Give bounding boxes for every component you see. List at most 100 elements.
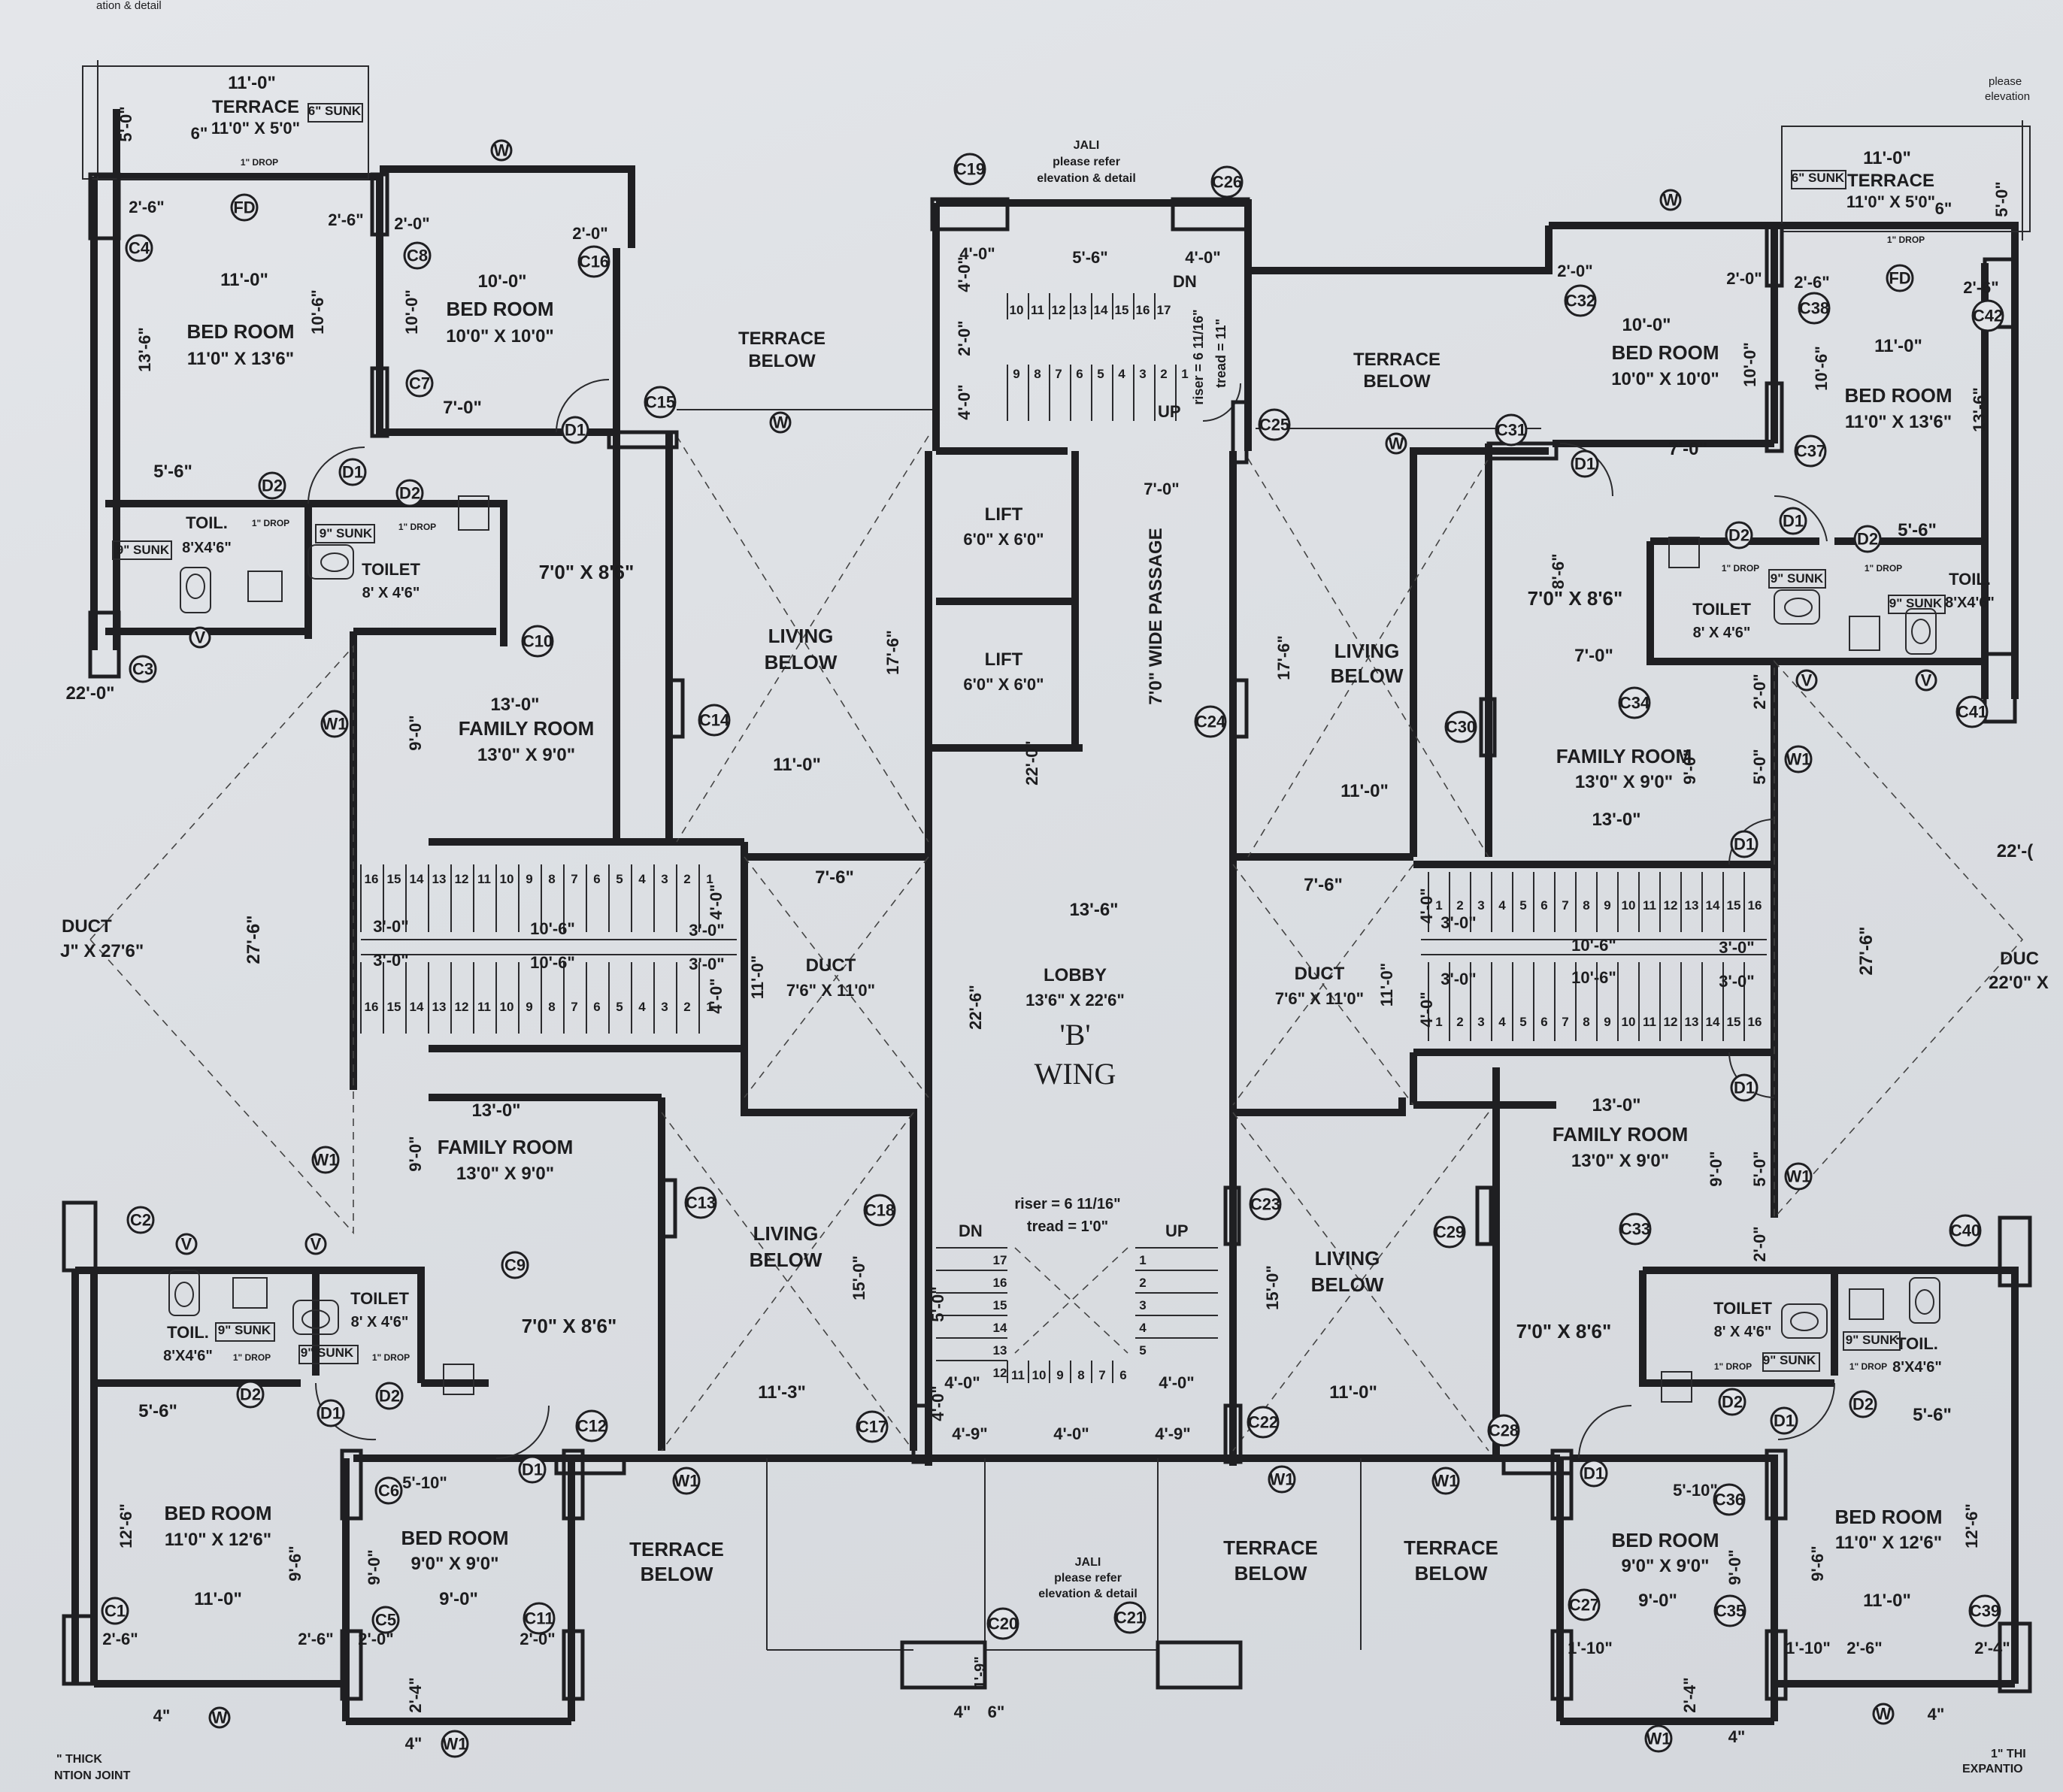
tag-circle	[375, 1382, 404, 1410]
stair-step-number: 11	[477, 1000, 491, 1014]
tag-circle	[129, 655, 157, 683]
stair-step-number: 11	[1643, 898, 1656, 913]
tag-c14: C14	[698, 704, 731, 737]
tag-text: C3	[132, 660, 153, 679]
tag-circle	[1784, 1162, 1813, 1191]
tag-c34: C34	[1618, 686, 1651, 719]
dim: 5'-0"	[1750, 1151, 1769, 1186]
lift-1-size: 6'0" X 6'0"	[963, 530, 1044, 549]
edge-top-left: ation & detail	[96, 0, 162, 12]
family-tr-name: FAMILY ROOM	[1556, 745, 1692, 767]
tag-w: W	[1659, 189, 1682, 211]
stair-step-number: 16	[1748, 898, 1762, 913]
dim: 13'-6"	[135, 327, 154, 372]
dim: 9'-6"	[1808, 1545, 1827, 1581]
stair-bot-dn: DN	[959, 1221, 983, 1240]
stair-step-number: 1	[1435, 1015, 1442, 1029]
door-swings	[307, 379, 1835, 1459]
stair-step-number: 1	[706, 872, 713, 886]
tag-text: W1	[443, 1735, 468, 1754]
dim: 10'-6"	[530, 919, 575, 938]
tag-d2: D2	[395, 479, 424, 507]
tag-text: C4	[129, 239, 150, 258]
dim: 7'-0"	[1668, 439, 1707, 459]
tag-circle	[518, 1455, 547, 1484]
tag-circle	[338, 458, 367, 486]
dim: 2'-0"	[572, 224, 607, 243]
tag-text: D2	[1852, 1395, 1874, 1414]
stair-step-number: 13	[1685, 898, 1699, 913]
tag-d2: D2	[1718, 1388, 1746, 1416]
tag-circle	[863, 1194, 896, 1227]
stair-step-number: 7	[1098, 1368, 1105, 1382]
tag-circle	[501, 1251, 529, 1279]
tag-w1: W1	[441, 1730, 469, 1758]
duct-left-size: J" X 27'6"	[60, 941, 144, 961]
dim: 10'-6"	[1571, 936, 1616, 955]
dim: 12'-6"	[1962, 1503, 1981, 1548]
terrace-below-bl-1: TERRACE	[629, 1538, 724, 1560]
dim: 4'-9"	[1155, 1424, 1190, 1443]
tag-text: C1	[105, 1602, 126, 1621]
living-tr-1: LIVING	[1334, 640, 1400, 662]
wing-name: WING	[1035, 1057, 1116, 1091]
toil-br-size: 8'X4'6"	[1892, 1359, 1942, 1376]
dim: 9'-0"	[1680, 749, 1699, 784]
terrace-below-bm-1: TERRACE	[1223, 1536, 1318, 1559]
tag-c11: C11	[523, 1602, 556, 1635]
tag-circle	[1853, 525, 1882, 553]
tag-circle	[320, 710, 349, 738]
dim: 5'-10"	[402, 1473, 447, 1492]
stair-step-number: 12	[1664, 898, 1678, 913]
drop: 1" DROP	[252, 518, 289, 528]
drop: 1" DROP	[233, 1352, 271, 1363]
dim: 2'-0"	[1750, 674, 1769, 709]
dim: 7'-0"	[1574, 646, 1613, 666]
dim: 5'-10"	[1673, 1481, 1718, 1500]
tag-c25: C25	[1258, 408, 1291, 441]
stair-step-number: 17	[1157, 303, 1171, 317]
family-tl-name: FAMILY ROOM	[459, 717, 595, 740]
living-br-1: LIVING	[1315, 1247, 1380, 1270]
stair-step-number: 4	[1118, 367, 1125, 381]
drop: 1" DROP	[1849, 1361, 1887, 1372]
dim: 4'-0"	[707, 978, 726, 1013]
tag-d1: D1	[1580, 1459, 1608, 1488]
tag-text: C28	[1489, 1421, 1519, 1440]
stair-step-number: 8	[1034, 367, 1041, 381]
dim: 2'-6"	[1846, 1639, 1882, 1657]
dining-tr: 7'0" X 8'6"	[1528, 587, 1623, 610]
terrace-tr-name: TERRACE	[1847, 171, 1934, 191]
stair-step-number: 4	[638, 872, 646, 886]
tag-c10: C10	[521, 625, 554, 658]
dim: 7'-0"	[443, 398, 482, 418]
terrace-below-bm-2: BELOW	[1234, 1562, 1307, 1585]
tag-text: D2	[399, 484, 420, 503]
tag-circle	[490, 139, 513, 162]
stair-step-number: 11	[1011, 1368, 1025, 1382]
stair-step-number: 5	[616, 872, 623, 886]
tag-fd: FD	[230, 193, 259, 222]
dining-br: 7'0" X 8'6"	[1516, 1320, 1612, 1342]
stair-step-number: 10	[500, 872, 514, 886]
tag-c33: C33	[1619, 1212, 1652, 1246]
duct-diagonals	[89, 435, 2024, 1451]
tag-text: C23	[1250, 1195, 1280, 1214]
stair-step-number: 16	[365, 872, 379, 886]
stair-step-number: 14	[1706, 1015, 1720, 1029]
dim: 11'-0"	[1329, 1382, 1377, 1403]
tag-circle	[1968, 1594, 2001, 1627]
dim: 11'-0"	[1863, 1591, 1911, 1611]
living-tl-1: LIVING	[768, 625, 834, 647]
tag-circle	[1872, 1703, 1895, 1725]
dim: 11'-0"	[228, 73, 276, 93]
tag-text: C41	[1957, 703, 1987, 722]
tag-circle	[1784, 745, 1813, 773]
terrace-below-bl-2: BELOW	[641, 1563, 713, 1585]
dim: 4'-0"	[955, 384, 974, 419]
stair-step-number: 5	[616, 1000, 623, 1014]
tag-circle	[208, 1706, 231, 1729]
tag-w: W	[769, 411, 792, 434]
tag-circle	[986, 1607, 1019, 1640]
